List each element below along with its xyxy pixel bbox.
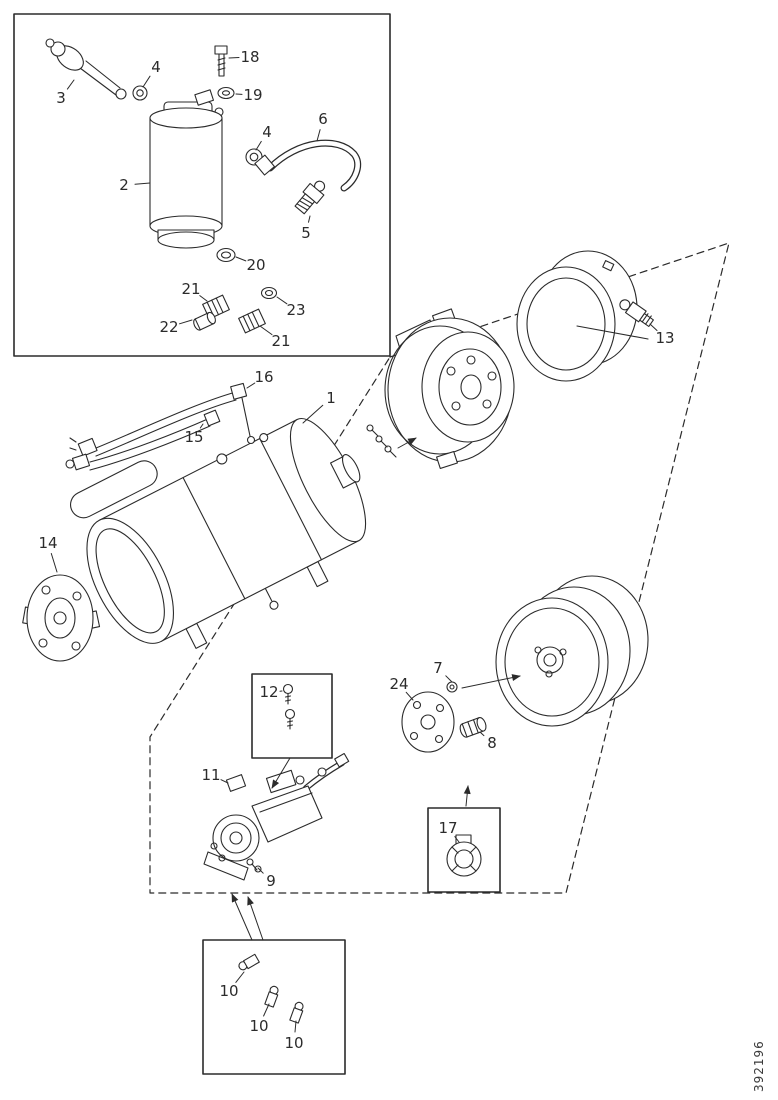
callout-leader-17 bbox=[454, 836, 460, 843]
wiring-harness-16 bbox=[69, 382, 256, 457]
callout-label-11: 11 bbox=[201, 766, 220, 784]
callout-leader-16 bbox=[246, 382, 256, 389]
clutch-ring bbox=[516, 250, 649, 382]
detail-box-12 bbox=[251, 673, 333, 789]
fitting-22 bbox=[193, 311, 216, 331]
callout-label-1: 1 bbox=[326, 389, 336, 407]
fitting-5 bbox=[294, 180, 326, 215]
callout-label-20: 20 bbox=[246, 256, 265, 274]
callout-label-3: 3 bbox=[56, 89, 66, 107]
callout-leader-15 bbox=[199, 423, 204, 429]
figure-code-label: 392196 bbox=[752, 1040, 766, 1092]
callout-leader-1 bbox=[302, 404, 324, 424]
callout-leader-21 bbox=[199, 295, 208, 302]
callout-label-5: 5 bbox=[301, 224, 311, 242]
callout-leader-4 bbox=[255, 140, 262, 151]
callout-label-10: 10 bbox=[219, 982, 238, 1000]
callout-label-24: 24 bbox=[389, 675, 408, 693]
callout-layer: 18 19 3 4 4 6 2 5 20 21 23 22 21 16 1 15 13 14 7 24 8 12 11 9 17… bbox=[38, 48, 674, 1052]
ring-4a bbox=[132, 85, 148, 101]
callout-label-2: 2 bbox=[119, 176, 129, 194]
callout-label-23: 23 bbox=[286, 301, 305, 319]
compressor-bolts bbox=[366, 424, 417, 458]
callout-label-4: 4 bbox=[151, 58, 161, 76]
air-tank bbox=[70, 417, 367, 649]
callout-leader-2 bbox=[134, 182, 151, 185]
callout-leader-9 bbox=[257, 867, 264, 874]
callout-leader-22 bbox=[179, 319, 193, 325]
callout-leader-5 bbox=[308, 215, 311, 223]
callout-leader-10 bbox=[294, 1020, 297, 1033]
callout-label-7: 7 bbox=[433, 659, 443, 677]
wiring-harness-15 bbox=[65, 409, 221, 471]
fitting-10a bbox=[238, 953, 260, 971]
callout-label-21: 21 bbox=[181, 280, 200, 298]
callout-leader-24 bbox=[405, 691, 414, 701]
clip-7 bbox=[446, 681, 458, 693]
callout-label-12: 12 bbox=[259, 683, 278, 701]
sensor-13 bbox=[619, 299, 654, 328]
detail-box-10 bbox=[202, 893, 346, 1075]
callout-label-17: 17 bbox=[438, 819, 457, 837]
callout-label-19: 19 bbox=[243, 86, 262, 104]
callout-label-10: 10 bbox=[249, 1017, 268, 1035]
callout-label-22: 22 bbox=[159, 318, 178, 336]
callout-label-6: 6 bbox=[318, 110, 328, 128]
fitting-10c bbox=[289, 1001, 304, 1024]
filter-canister-2 bbox=[149, 89, 224, 249]
callout-leader-20 bbox=[235, 256, 247, 262]
callout-label-8: 8 bbox=[487, 734, 497, 752]
callout-label-13: 13 bbox=[655, 329, 674, 347]
compressor-assembly bbox=[384, 308, 515, 470]
dashed-boundary bbox=[149, 242, 730, 894]
inset-filter-box bbox=[13, 13, 391, 357]
plate-24 bbox=[401, 691, 455, 753]
callout-label-16: 16 bbox=[254, 368, 273, 386]
callout-label-14: 14 bbox=[38, 534, 57, 552]
callout-label-15: 15 bbox=[184, 428, 203, 446]
coil-17 bbox=[446, 834, 482, 877]
screw-12b bbox=[284, 708, 296, 730]
callout-leader-10 bbox=[235, 971, 245, 983]
callout-leader-21 bbox=[259, 325, 273, 336]
callout-leader-8 bbox=[479, 731, 485, 737]
bushing-8 bbox=[459, 716, 487, 738]
fitting-10b bbox=[264, 985, 279, 1008]
callout-label-21: 21 bbox=[271, 332, 290, 350]
callout-leader-10 bbox=[263, 1003, 270, 1017]
pump-assembly bbox=[203, 752, 350, 881]
drum-pulley bbox=[461, 575, 649, 727]
callout-leader-4 bbox=[142, 75, 151, 88]
callout-label-4: 4 bbox=[262, 123, 272, 141]
bolt-18 bbox=[214, 45, 228, 77]
callout-leader-7 bbox=[445, 675, 453, 683]
nut-20 bbox=[216, 247, 236, 263]
nut-23 bbox=[260, 286, 278, 300]
callout-leader-23 bbox=[276, 296, 288, 305]
hose-6 bbox=[254, 139, 362, 192]
mounting-flange-14 bbox=[22, 574, 101, 662]
detail-box-17 bbox=[427, 785, 501, 893]
callout-label-9: 9 bbox=[266, 872, 276, 890]
callout-leader-11 bbox=[220, 779, 229, 784]
callout-label-18: 18 bbox=[240, 48, 259, 66]
callout-leader-3 bbox=[66, 79, 75, 90]
callout-label-10: 10 bbox=[284, 1034, 303, 1052]
callout-leader-13 bbox=[649, 323, 658, 331]
callout-leader-14 bbox=[50, 553, 58, 573]
screw-12a bbox=[282, 683, 294, 705]
callout-leader-18 bbox=[228, 57, 240, 59]
coupler-21b bbox=[238, 308, 266, 334]
nut-19 bbox=[217, 86, 235, 100]
callout-leader-6 bbox=[316, 129, 321, 142]
valve-3 bbox=[45, 38, 127, 100]
